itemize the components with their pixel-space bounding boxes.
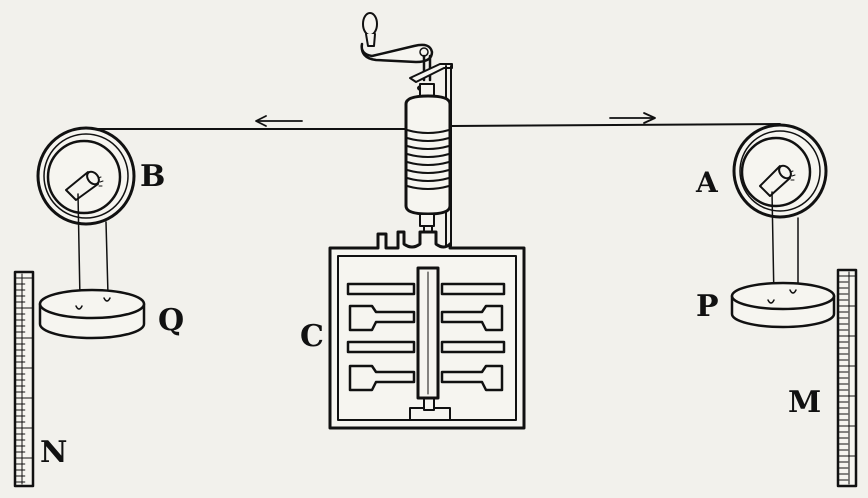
scale-n — [13, 270, 35, 488]
left-arrow — [255, 115, 303, 127]
scale-m — [836, 268, 858, 488]
strings-b-q — [77, 193, 109, 301]
string-coil — [406, 129, 450, 134]
label-m: M — [788, 385, 821, 420]
label-c: C — [300, 319, 324, 354]
vessel-c — [328, 230, 526, 430]
label-n: N — [40, 435, 67, 470]
axle-b — [65, 170, 104, 201]
winding-drum — [404, 83, 452, 227]
pulley-a — [732, 123, 828, 219]
label-q: Q — [158, 303, 184, 338]
label-a: A — [695, 166, 719, 199]
string-coil — [406, 153, 450, 158]
label-b: B — [140, 159, 165, 194]
string-coil — [406, 177, 450, 182]
string-coil — [406, 161, 450, 166]
string-coil — [406, 137, 450, 142]
axle-a — [759, 164, 796, 197]
letter-labels: B A Q P C N M — [40, 159, 821, 470]
main-string — [85, 123, 781, 130]
pan-p — [730, 281, 836, 329]
right-arrow — [609, 112, 656, 124]
pulley-b — [36, 126, 136, 226]
string-coil — [406, 145, 450, 150]
vanes — [346, 282, 506, 392]
crank-handle — [360, 12, 434, 82]
string-coil — [406, 185, 450, 190]
string-coil — [406, 169, 450, 174]
pan-q — [38, 288, 146, 340]
label-p: P — [696, 289, 719, 324]
